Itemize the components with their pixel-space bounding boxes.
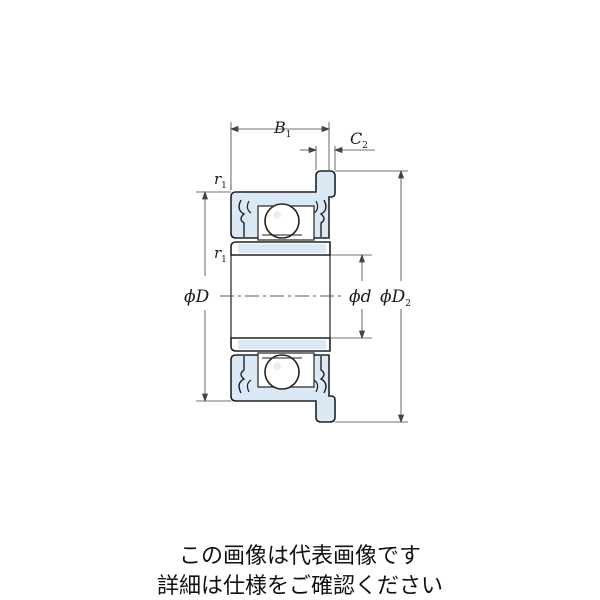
label-phid: ϕd xyxy=(349,287,372,307)
label-r1-top: r1 xyxy=(214,170,227,191)
label-B1: B1 xyxy=(273,118,292,140)
label-C2: C2 xyxy=(350,129,368,151)
shield-left-top xyxy=(238,199,246,237)
inner-ring-top-face xyxy=(238,244,326,253)
ball-top xyxy=(264,203,300,239)
bearing-top-half xyxy=(230,170,336,256)
caption-line-2: 詳細は仕様をご確認ください xyxy=(156,574,443,599)
caption-line-1: この画像は代表画像です xyxy=(178,544,421,569)
ball-bottom xyxy=(264,354,300,390)
shield-right-top xyxy=(319,199,327,237)
label-phiD2: ϕD2 xyxy=(380,287,411,309)
dimension-lines xyxy=(196,122,408,424)
label-phiD: ϕD xyxy=(184,287,210,307)
label-r1-mid: r1 xyxy=(214,244,227,265)
bearing-bottom-half xyxy=(230,337,336,423)
